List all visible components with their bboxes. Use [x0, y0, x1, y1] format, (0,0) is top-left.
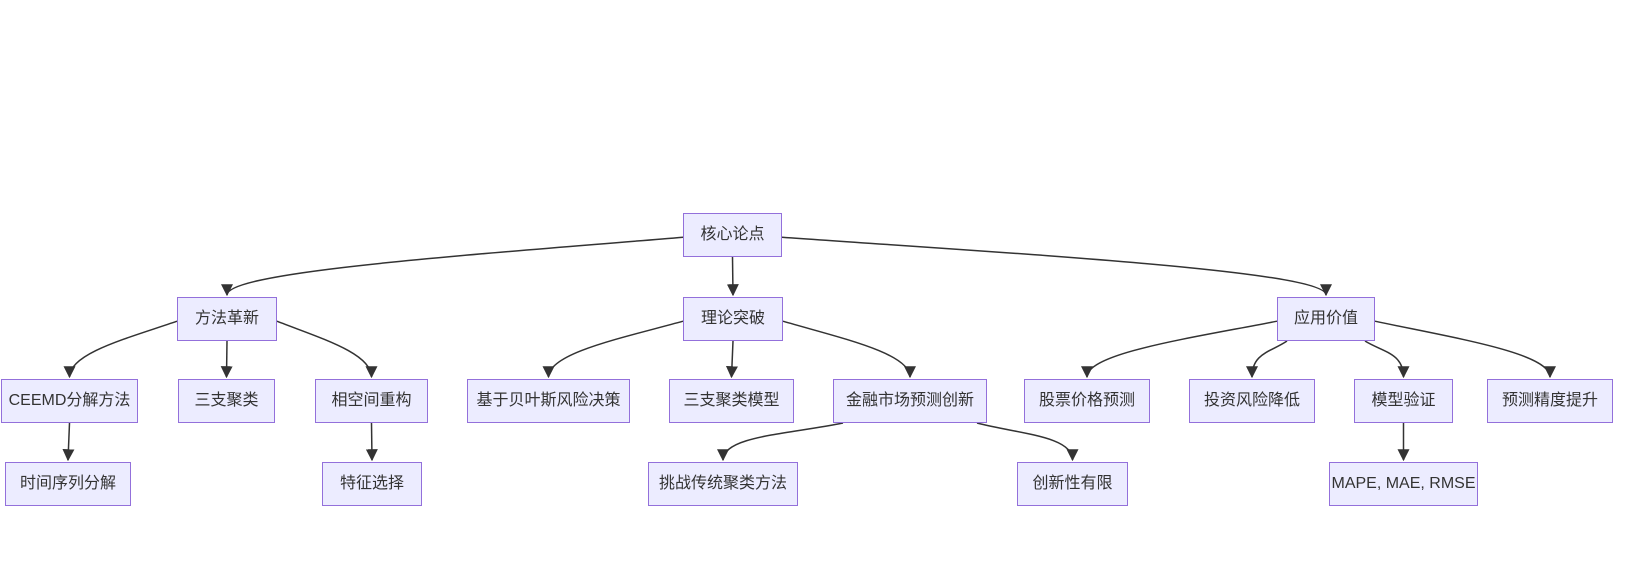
diagram-node-value: 应用价值: [1277, 297, 1375, 341]
diagram-node-feature: 特征选择: [322, 462, 422, 506]
diagram-node-risk: 投资风险降低: [1189, 379, 1315, 423]
node-label: 相空间重构: [331, 392, 412, 410]
diagram-node-twc_model: 三支聚类模型: [669, 379, 794, 423]
edge-method-to-phase_space: [276, 320, 378, 379]
edge-phase_space-to-feature: [365, 422, 378, 462]
diagram-node-limited: 创新性有限: [1017, 462, 1128, 506]
edge-root-to-theory: [726, 256, 739, 297]
diagram-node-challenge: 挑战传统聚类方法: [648, 462, 798, 506]
node-label: 挑战传统聚类方法: [658, 475, 787, 493]
node-label: 特征选择: [339, 475, 404, 493]
node-label: 基于贝叶斯风险决策: [476, 392, 621, 410]
node-label: 股票价格预测: [1038, 392, 1135, 410]
node-label: 三支聚类: [194, 392, 259, 410]
diagram-node-metrics: MAPE, MAE, RMSE: [1329, 462, 1478, 506]
node-label: 理论突破: [700, 310, 765, 328]
diagram-node-root: 核心论点: [683, 213, 782, 257]
node-label: 金融市场预测创新: [845, 392, 974, 410]
diagram-node-validate: 模型验证: [1354, 379, 1453, 423]
edge-fin_innov-to-limited: [976, 422, 1079, 462]
node-label: 时间序列分解: [19, 475, 116, 493]
edges-group: [62, 236, 1556, 462]
diagram-node-method: 方法革新: [177, 297, 277, 341]
edge-value-to-risk: [1246, 340, 1288, 379]
diagram-node-bayes: 基于贝叶斯风险决策: [467, 379, 630, 423]
edge-theory-to-bayes: [542, 320, 684, 379]
edge-method-to-three_way: [220, 340, 233, 379]
edge-root-to-value: [781, 236, 1332, 297]
node-label: 创新性有限: [1032, 475, 1113, 493]
edge-value-to-validate: [1364, 340, 1410, 379]
edge-root-to-method: [221, 236, 684, 297]
node-label: 应用价值: [1293, 310, 1358, 328]
node-label: 投资风险降低: [1203, 392, 1300, 410]
diagram-node-ts_decomp: 时间序列分解: [5, 462, 131, 506]
edge-fin_innov-to-challenge: [717, 422, 844, 462]
node-label: CEEMD分解方法: [8, 392, 131, 410]
diagram-node-three_way: 三支聚类: [178, 379, 275, 423]
diagram-node-stock: 股票价格预测: [1024, 379, 1150, 423]
diagram-node-precision: 预测精度提升: [1487, 379, 1613, 423]
node-label: 核心论点: [700, 226, 765, 244]
edge-value-to-precision: [1374, 320, 1556, 379]
edge-theory-to-twc_model: [725, 340, 738, 379]
diagram-node-ceemd: CEEMD分解方法: [1, 379, 138, 423]
diagram-node-phase_space: 相空间重构: [315, 379, 428, 423]
edge-ceemd-to-ts_decomp: [62, 422, 75, 462]
diagram-node-fin_innov: 金融市场预测创新: [833, 379, 987, 423]
diagram-node-theory: 理论突破: [683, 297, 783, 341]
edge-method-to-ceemd: [63, 320, 178, 379]
edge-value-to-stock: [1081, 320, 1278, 379]
node-label: 模型验证: [1371, 392, 1436, 410]
node-label: 三支聚类模型: [683, 392, 780, 410]
edge-theory-to-fin_innov: [782, 320, 916, 379]
node-label: 预测精度提升: [1501, 392, 1598, 410]
node-label: 方法革新: [194, 310, 259, 328]
node-label: MAPE, MAE, RMSE: [1331, 475, 1476, 493]
